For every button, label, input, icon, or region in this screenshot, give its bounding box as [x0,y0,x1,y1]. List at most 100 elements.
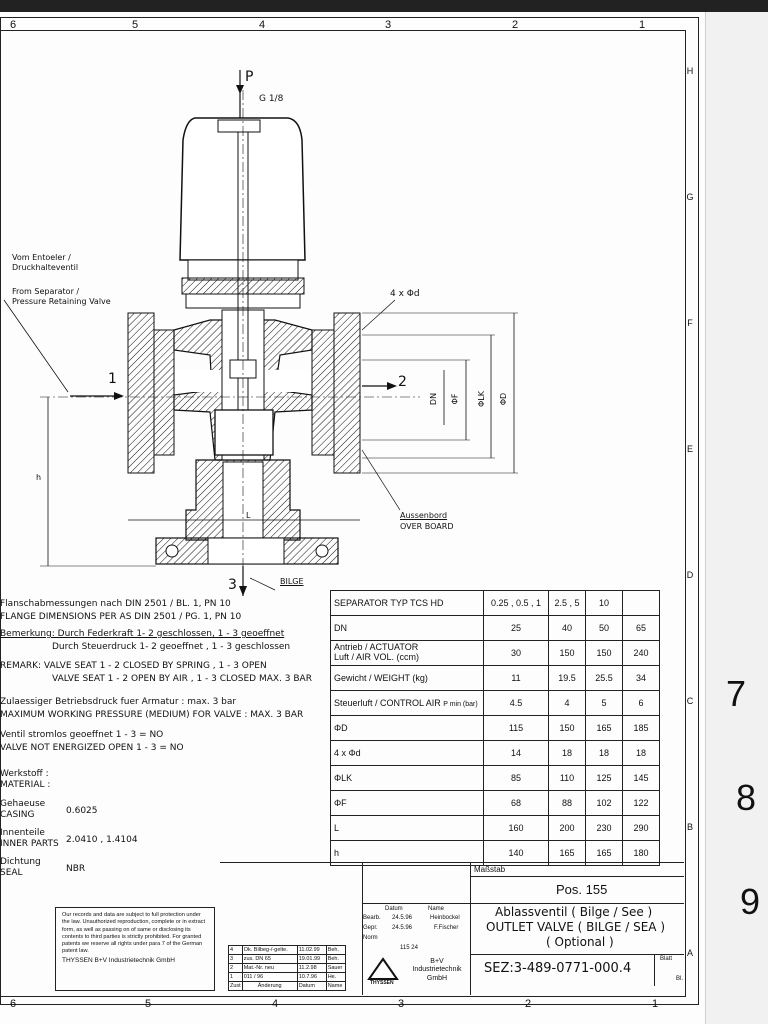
spec-cell: 150 [585,640,623,666]
gepr-label: Gepr. [363,925,378,931]
row-label: H [686,66,694,76]
row-label: G [686,192,694,202]
title-block-grid [470,862,685,995]
revision-table: 4 Ok. Bilbeg-/-gelte. 11.02.99 Beh. 3 zu… [228,945,346,991]
page-top-shadow [0,0,768,12]
port-2-label: 2 [398,374,407,390]
dim-l-label: L [246,511,251,520]
table-row: ΦD 115 150 165 185 [330,715,660,741]
spec-label: SEPARATOR TYP TCS HD [330,590,484,616]
table-row: Zust Änderung Datum Name [228,981,346,991]
overboard-en: OVER BOARD [400,522,454,531]
rev-no: 2 [228,963,243,973]
row-label: F [687,318,693,328]
row-label: B [686,822,693,832]
table-row: ΦF 68 88 102 122 [330,790,660,816]
spec-cell: 65 [622,615,660,641]
page-number-9: 9 [740,881,761,922]
spec-cell: 18 [585,740,623,766]
position-label: Pos. 155 [556,882,608,897]
material-name-de: Dichtung [0,857,41,867]
title-english: OUTLET VALVE ( BILGE / SEA ) [486,920,666,934]
spec-cell: 6 [622,690,660,716]
material-name-en: INNER PARTS [0,839,59,849]
title-divider [362,903,470,904]
table-row: DN 25 40 50 65 [330,615,660,641]
spec-cell: 240 [622,640,660,666]
table-row: SEPARATOR TYP TCS HD 0.25 , 0.5 , 1 2.5 … [330,590,660,616]
col-label: 3 [397,998,405,1010]
doc-number: 115 24 [400,945,418,951]
from-separator-de: Vom Entoeler / [12,253,71,262]
port-1-label: 1 [108,371,117,387]
spec-cell: 10 [585,590,623,616]
material-name-de: Innenteile [0,828,45,838]
spec-cell: 50 [585,615,623,641]
spec-label: ΦD [330,715,484,741]
bearb-name: Heinbockel [430,915,460,921]
drawing-number: SEZ:3-489-0771-000.4 [484,961,632,976]
spec-cell: 200 [548,815,586,841]
spec-label: 4 x Φd [330,740,484,766]
col-label: 2 [524,998,532,1010]
note-line: FLANGE DIMENSIONS PER AS DIN 2501 / PG. … [0,612,242,622]
row-label: E [686,444,693,454]
company-name: B+V Industrietechnik GmbH [412,958,462,982]
dim-d-label: ΦD [499,392,509,406]
spec-label: DN [330,615,484,641]
spec-cell: 102 [585,790,623,816]
table-row: 4 Ok. Bilbeg-/-gelte. 11.02.99 Beh. [228,945,346,955]
rev-text: Mat.-Nr. neu [241,963,298,973]
spec-label: h [330,840,484,866]
spec-cell: 11 [483,665,549,691]
port-p-label: P [245,69,254,85]
rev-footer: Datum [296,981,327,991]
port-3-label: 3 [228,577,237,593]
spec-cell: 18 [548,740,586,766]
spec-cell: 68 [483,790,549,816]
col-label: 3 [384,19,392,31]
materials-header-de: Werkstoff : [0,769,49,779]
sheet-count-label: Bl. [676,976,684,982]
spec-cell: 40 [548,615,586,641]
title-divider [362,862,363,995]
norm-label: Norm [363,935,378,941]
col-label: 5 [131,19,139,31]
spec-label-sub: P min (bar) [443,701,478,708]
dim-dn-label: DN [429,392,439,406]
from-separator-en: From Separator / [12,287,80,296]
note-line: VALVE SEAT 1 - 2 OPEN BY AIR , 1 - 3 CLO… [52,674,312,684]
spec-cell: 18 [622,740,660,766]
header-datum: Datum [385,906,403,912]
spec-cell: 25.5 [585,665,623,691]
col-label: 4 [271,998,279,1010]
col-label: 4 [258,19,266,31]
rev-name: Sauer [325,963,346,973]
table-row: ΦLK 85 110 125 145 [330,765,660,791]
dim-lk-label: ΦLK [477,391,486,407]
bearb-date: 24.5.96 [392,915,413,921]
col-label: 6 [9,998,17,1010]
spec-cell: 140 [483,840,549,866]
table-row: 1 011 / 96 10.7.96 He. [228,972,346,982]
spec-cell: 4.5 [483,690,549,716]
sheet-label: Blatt [660,956,673,962]
col-label: 2 [511,19,519,31]
material-value: NBR [66,864,86,874]
rev-text: 011 / 96 [241,972,298,982]
dim-h-label: h [36,473,42,482]
note-line: Flanschabmessungen nach DIN 2501 / BL. 1… [0,599,231,609]
page-number-8: 8 [736,777,757,818]
spec-cell: 180 [622,840,660,866]
table-row: Gewicht / WEIGHT (kg) 11 19.5 25.5 34 [330,665,660,691]
title-german: Ablassventil ( Bilge / See ) [495,905,653,919]
row-label: A [686,948,693,958]
thyssen-logo-icon [367,957,399,980]
bilge-label: BILGE [280,577,304,586]
spec-table: SEPARATOR TYP TCS HD 0.25 , 0.5 , 1 2.5 … [330,590,660,866]
spec-cell: 115 [483,715,549,741]
spec-label-line: Luft / AIR VOL. (ccm) [334,652,420,662]
title-divider [470,903,684,904]
